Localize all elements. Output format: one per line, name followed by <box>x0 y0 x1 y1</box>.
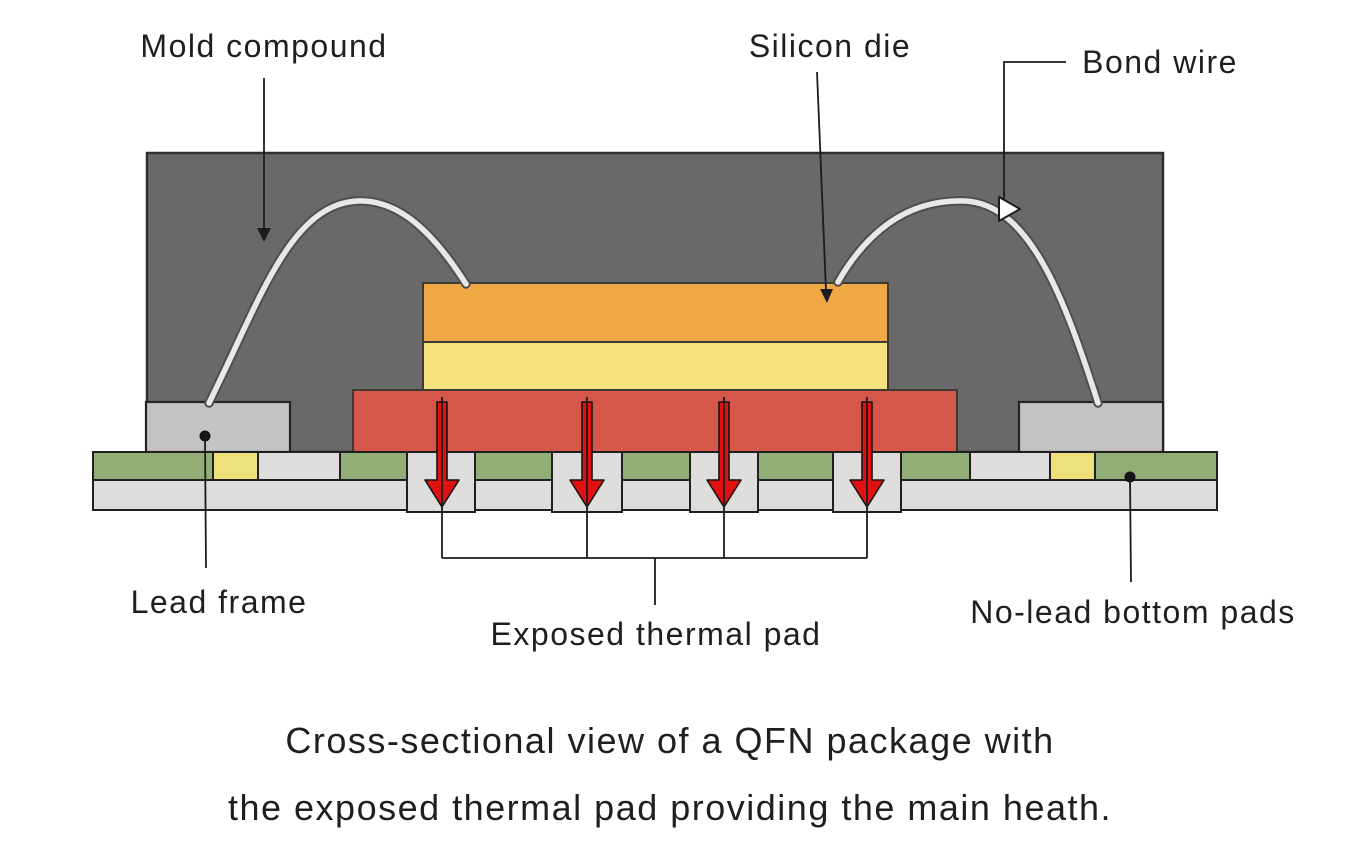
substrate-lower-row <box>92 479 1218 511</box>
label-exposed-thermal-pad: Exposed thermal pad <box>491 616 822 652</box>
bottom-pad-yellow <box>1049 451 1096 481</box>
bottom-pad-green <box>339 451 408 481</box>
bond-wire-right-core <box>835 198 1101 406</box>
bond-wire-leader-line <box>1003 61 1066 200</box>
caption-line-1: Cross-sectional view of a QFN package wi… <box>285 720 1054 761</box>
silicon-die-body <box>422 282 889 343</box>
down-arrowhead-icon <box>820 289 833 303</box>
right-arrowhead-icon <box>998 196 1021 222</box>
label-bond-wire: Bond wire <box>1082 44 1238 80</box>
bond-wire-right <box>833 196 1103 408</box>
heat-arrows <box>424 397 885 558</box>
label-silicon-die: Silicon die <box>749 28 911 64</box>
thermal-pad-body <box>352 389 958 453</box>
bottom-pads-yellow <box>212 451 1096 481</box>
bottom-pad-yellow <box>212 451 259 481</box>
lead-frame-right <box>1017 400 1165 454</box>
no-lead-pads-annotation <box>1124 471 1136 583</box>
label-mold-compound: Mold compound <box>140 28 387 64</box>
silicon-die-leader-line <box>816 71 827 292</box>
down-arrowhead-icon <box>257 228 271 242</box>
thermal-pad-bracket <box>442 557 867 605</box>
label-no-lead-bottom-pads: No-lead bottom pads <box>970 594 1296 630</box>
lead-frame-left <box>144 400 292 454</box>
bottom-pad-green <box>474 451 553 481</box>
lead-frame-leader-line <box>204 435 207 569</box>
no-lead-pads-leader-line <box>1129 476 1132 583</box>
bottom-pad-green <box>757 451 834 481</box>
die-attach-layer <box>422 341 889 391</box>
caption-line-2: the exposed thermal pad providing the ma… <box>228 787 1112 828</box>
silicon-die-annotation <box>816 71 833 303</box>
bottom-pad-green <box>899 451 971 481</box>
bottom-pad-green <box>1094 451 1218 481</box>
bottom-pad-green <box>92 451 214 481</box>
label-lead-frame: Lead frame <box>131 584 308 620</box>
bond-wire-left-core <box>206 198 469 406</box>
mold-compound-annotation <box>257 78 271 242</box>
bond-wire-left <box>204 196 471 408</box>
bond-wire-annotation <box>998 61 1066 222</box>
bottom-pad-green <box>621 451 691 481</box>
lead-frame-annotation <box>199 430 211 569</box>
